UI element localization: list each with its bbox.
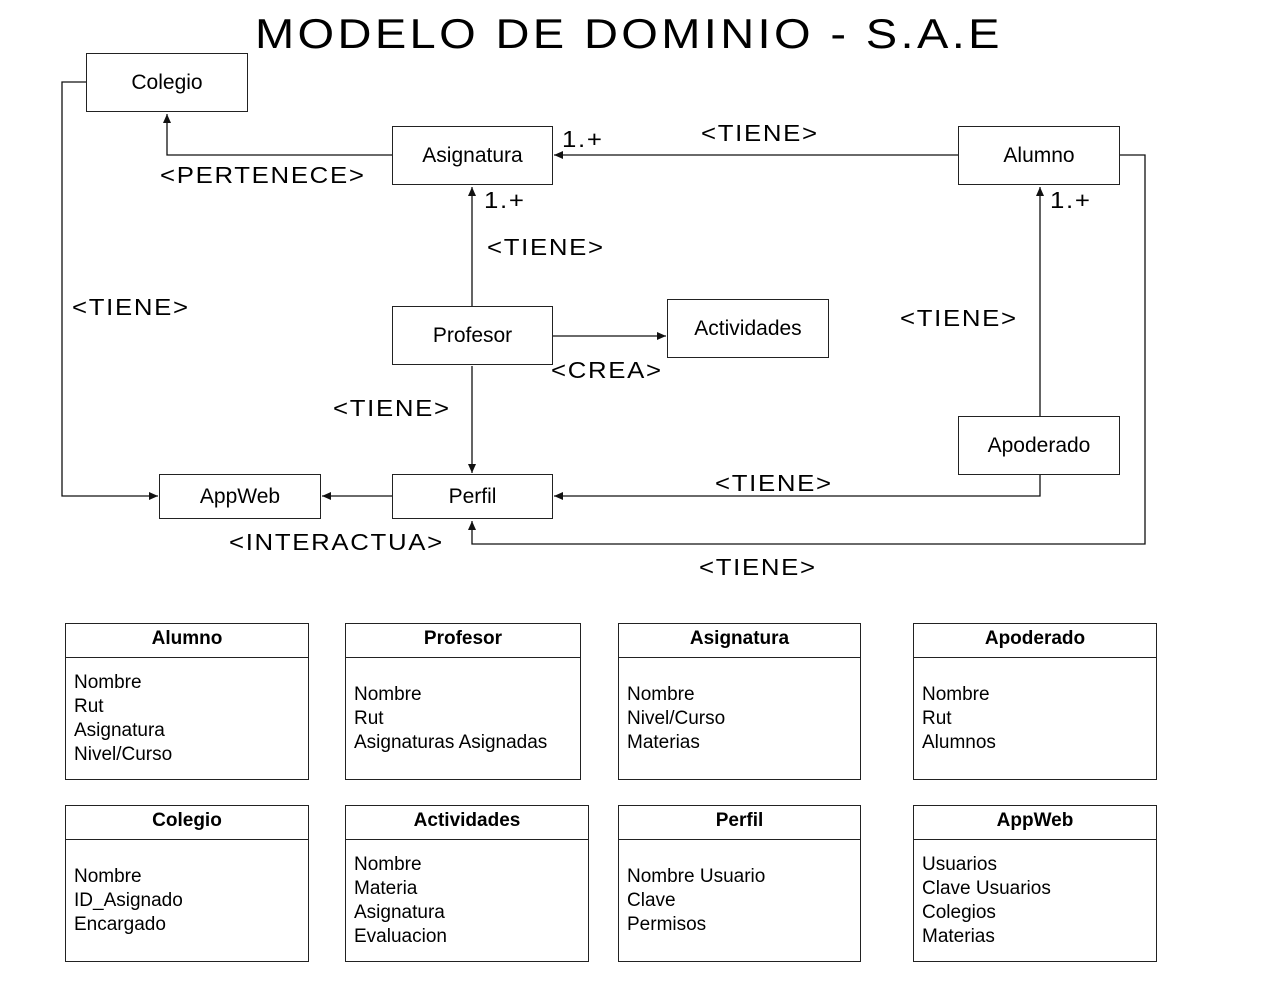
label-tiene-alumno-perfil: <TIENE> <box>699 554 817 580</box>
card-attributes: Nombre Rut Asignatura Nivel/Curso <box>74 658 304 779</box>
diagram-title: MODELO DE DOMINIO - S.A.E <box>255 10 1003 57</box>
card-perfil: Perfil Nombre Usuario Clave Permisos <box>618 805 861 962</box>
attribute: Nivel/Curso <box>627 707 726 729</box>
attribute: Asignatura <box>74 719 165 741</box>
label-tiene-alumno-asignatura: <TIENE> <box>701 120 819 146</box>
card-attributes: Nombre Rut Alumnos <box>922 658 1152 779</box>
card-attributes: Nombre Nivel/Curso Materias <box>627 658 856 779</box>
entity-apoderado: Apoderado <box>958 416 1120 475</box>
entity-perfil: Perfil <box>392 474 553 519</box>
entity-colegio: Colegio <box>86 53 248 112</box>
label-tiene-profesor-perfil: <TIENE> <box>333 395 451 421</box>
attribute: Permisos <box>627 913 707 935</box>
attribute: Rut <box>74 695 104 717</box>
attribute: Nombre <box>627 683 695 705</box>
attribute: Materias <box>627 731 700 753</box>
entity-appweb: AppWeb <box>159 474 321 519</box>
attribute: Nivel/Curso <box>74 743 173 765</box>
card-attributes: Nombre ID_Asignado Encargado <box>74 840 304 961</box>
card-apoderado: Apoderado Nombre Rut Alumnos <box>913 623 1157 780</box>
entity-alumno: Alumno <box>958 126 1120 185</box>
label-tiene-apoderado-perfil: <TIENE> <box>715 470 833 496</box>
edge-asignatura-colegio <box>163 114 392 156</box>
attribute: Evaluacion <box>354 925 447 947</box>
label-pertenece: <PERTENECE> <box>160 162 366 188</box>
card-attributes: Nombre Materia Asignatura Evaluacion <box>354 840 584 961</box>
entity-asignatura: Asignatura <box>392 126 553 185</box>
attribute: Alumnos <box>922 731 996 753</box>
card-attributes: Nombre Usuario Clave Permisos <box>627 840 856 961</box>
card-title: Actividades <box>346 806 588 840</box>
label-crea: <CREA> <box>551 357 663 383</box>
attribute: Nombre <box>74 671 142 693</box>
attribute: Nombre Usuario <box>627 865 766 887</box>
attribute: Asignatura <box>354 901 445 923</box>
attribute: Clave <box>627 889 676 911</box>
card-title: Perfil <box>619 806 860 840</box>
attribute: Nombre <box>354 683 422 705</box>
attribute: Nombre <box>922 683 990 705</box>
attribute: Rut <box>354 707 384 729</box>
card-title: Profesor <box>346 624 580 658</box>
card-title: AppWeb <box>914 806 1156 840</box>
entity-profesor: Profesor <box>392 306 553 365</box>
card-attributes: Nombre Rut Asignaturas Asignadas <box>354 658 576 779</box>
attribute: Asignaturas Asignadas <box>354 731 548 753</box>
card-title: Colegio <box>66 806 308 840</box>
edge-colegio-appweb <box>61 81 158 500</box>
attribute: Colegios <box>922 901 996 923</box>
label-tiene-colegio-appweb: <TIENE> <box>72 294 190 320</box>
attribute: Rut <box>922 707 952 729</box>
attribute: Materias <box>922 925 995 947</box>
card-colegio: Colegio Nombre ID_Asignado Encargado <box>65 805 309 962</box>
card-title: Asignatura <box>619 624 860 658</box>
label-tiene-apoderado-alumno: <TIENE> <box>900 305 1018 331</box>
label-tiene-profesor-asignatura: <TIENE> <box>487 234 605 260</box>
edge-apoderado-perfil <box>554 475 1041 500</box>
card-title: Alumno <box>66 624 308 658</box>
attribute: Clave Usuarios <box>922 877 1051 899</box>
card-attributes: Usuarios Clave Usuarios Colegios Materia… <box>922 840 1152 961</box>
attribute: ID_Asignado <box>74 889 183 911</box>
multiplicity-asignatura-bottom: 1.+ <box>484 187 526 213</box>
card-appweb: AppWeb Usuarios Clave Usuarios Colegios … <box>913 805 1157 962</box>
card-title: Apoderado <box>914 624 1156 658</box>
card-profesor: Profesor Nombre Rut Asignaturas Asignada… <box>345 623 581 780</box>
attribute: Nombre <box>354 853 422 875</box>
edge-alumno-perfil <box>468 154 1146 545</box>
entity-actividades: Actividades <box>667 299 829 358</box>
card-alumno: Alumno Nombre Rut Asignatura Nivel/Curso <box>65 623 309 780</box>
attribute: Nombre <box>74 865 142 887</box>
multiplicity-alumno-bottom: 1.+ <box>1050 187 1092 213</box>
label-interactua: <INTERACTUA> <box>229 529 444 555</box>
attribute: Usuarios <box>922 853 997 875</box>
multiplicity-asignatura-right: 1.+ <box>562 126 604 152</box>
attribute: Materia <box>354 877 418 899</box>
card-asignatura: Asignatura Nombre Nivel/Curso Materias <box>618 623 861 780</box>
attribute: Encargado <box>74 913 166 935</box>
card-actividades: Actividades Nombre Materia Asignatura Ev… <box>345 805 589 962</box>
